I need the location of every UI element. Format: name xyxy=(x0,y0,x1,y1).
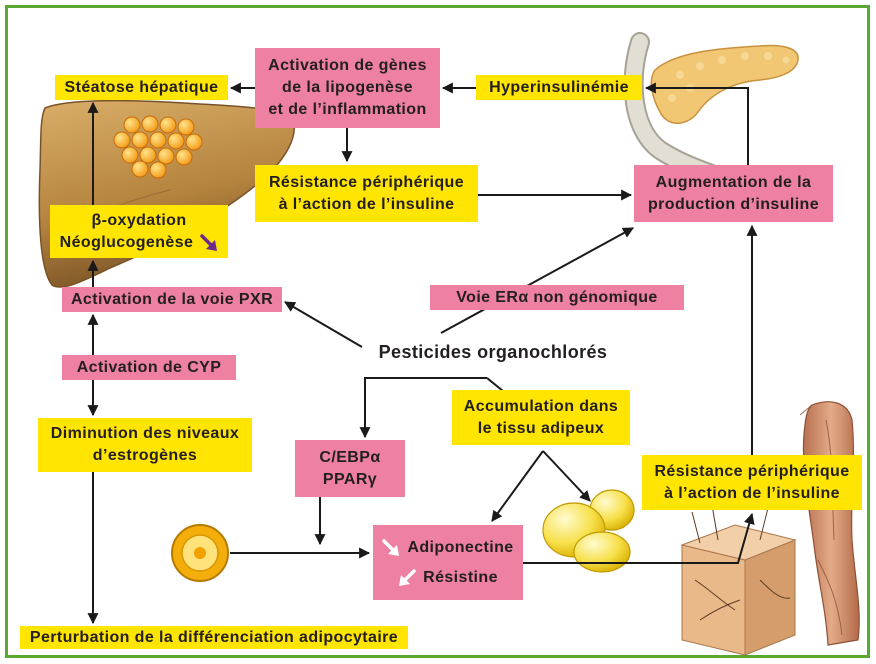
arrow-pesticides-to-pxr xyxy=(284,301,363,348)
node-steatose-hepatique: Stéatose hépatique xyxy=(55,75,228,100)
node-label: Activation de CYP xyxy=(76,358,222,376)
arrow-accumulation-to-adipocytes xyxy=(542,450,591,502)
node-label-line-2: à l’action de l’insuline xyxy=(278,195,455,213)
node-hyperinsulinemie: Hyperinsulinémie xyxy=(476,75,642,100)
node-label: Hyperinsulinémie xyxy=(489,78,629,96)
node-label-line-1: Accumulation dans xyxy=(463,397,619,415)
connector-pesticides-to-accumulation xyxy=(486,377,504,392)
node-label: Perturbation de la différenciation adipo… xyxy=(29,628,399,646)
node-accumulation: Accumulation dans le tissu adipeux xyxy=(452,390,630,445)
arm-muscle-illustration xyxy=(799,401,860,646)
node-voie-pxr: Activation de la voie PXR xyxy=(62,287,282,312)
node-label-line-3: et de l’inflammation xyxy=(268,101,427,118)
node-label: Pesticides organochlorés xyxy=(378,342,608,362)
arrow-accumulation-to-adipokines xyxy=(491,450,544,522)
node-voie-er-alpha: Voie ERα non génomique xyxy=(430,285,684,310)
node-label-line-2: PPARγ xyxy=(322,470,378,488)
node-row-neoglucogenese: Néoglucogenèse xyxy=(60,232,219,254)
node-label-line-2: production d’insuline xyxy=(647,195,820,213)
row-adiponectine: Adiponectine xyxy=(382,533,513,563)
node-label: Activation de la voie PXR xyxy=(70,290,274,308)
node-label: Voie ERα non génomique xyxy=(456,288,658,306)
node-label-line-2: à l’action de l’insuline xyxy=(664,484,840,502)
node-beta-oxydation: β-oxydation Néoglucogenèse xyxy=(50,205,228,258)
frame-border xyxy=(5,5,870,658)
node-label-line-1: Résistance périphérique xyxy=(654,462,850,480)
adipocyte-cell-icon xyxy=(171,524,229,582)
node-label-line-1: β-oxydation xyxy=(91,211,187,229)
node-label: Stéatose hépatique xyxy=(64,78,219,96)
arrow-adipokines-to-resistance xyxy=(523,512,755,564)
node-activation-genes: Activation de gènes de la lipogenèse et … xyxy=(255,48,440,128)
node-label-line-1: Résistance périphérique xyxy=(268,173,465,191)
arrow-pesticides-to-cebp xyxy=(359,377,487,439)
node-label-line-2: d’estrogènes xyxy=(92,447,198,464)
node-label-line-1: C/EBPα xyxy=(319,448,381,466)
skin-section-illustration xyxy=(680,504,797,656)
node-perturbation: Perturbation de la différenciation adipo… xyxy=(20,626,408,649)
node-label-line-1: Activation de gènes xyxy=(268,57,427,74)
node-label-line-2: le tissu adipeux xyxy=(477,419,605,437)
node-label-line-1: Augmentation de la xyxy=(655,173,812,191)
node-label-line-2: de la lipogenèse xyxy=(282,79,413,96)
node-label-line-1: Diminution des niveaux xyxy=(50,425,240,442)
node-pesticides: Pesticides organochlorés xyxy=(358,338,628,366)
node-activation-cyp: Activation de CYP xyxy=(62,355,236,380)
node-resistance-droite: Résistance périphérique à l’action de l’… xyxy=(642,455,862,510)
node-diminution-estrogenes: Diminution des niveaux d’estrogènes xyxy=(38,418,252,472)
node-label-line-2: Néoglucogenèse xyxy=(59,233,194,251)
node-cebp-ppar: C/EBPα PPARγ xyxy=(295,440,405,497)
arrow-augmentation-to-hyperinsulinemie xyxy=(644,82,749,165)
down-left-arrow-icon xyxy=(398,568,416,587)
node-resistance-centrale: Résistance périphérique à l’action de l’… xyxy=(255,165,478,222)
node-augmentation-insuline: Augmentation de la production d’insuline xyxy=(634,165,833,222)
arrow-pesticides-to-augmentation xyxy=(440,227,634,334)
adiponectine-label: Adiponectine xyxy=(407,538,514,556)
adipocyte-cluster-illustration xyxy=(542,489,635,573)
resistine-label: Résistine xyxy=(423,568,498,586)
row-resistine: Résistine xyxy=(398,563,498,593)
node-adipokines: Adiponectine Résistine xyxy=(373,525,523,600)
down-right-arrow-icon xyxy=(382,538,400,557)
fat-droplets-illustration xyxy=(113,115,203,179)
down-right-arrow-icon xyxy=(200,233,218,252)
